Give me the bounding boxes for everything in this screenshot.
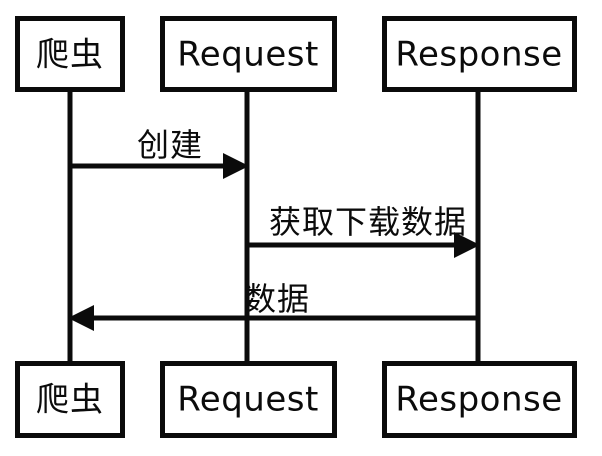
- message-create-label: 创建: [137, 126, 203, 164]
- participant-top-response-box[interactable]: [382, 16, 577, 92]
- participant-bottom-response-label: Response: [395, 380, 562, 420]
- top-participants-group: 爬虫 Request Response: [15, 16, 577, 92]
- participant-bottom-request[interactable]: Request: [160, 361, 337, 438]
- message-data-label: 数据: [244, 280, 310, 318]
- message-data[interactable]: 数据: [68, 280, 478, 331]
- message-fetch[interactable]: 获取下载数据: [247, 203, 480, 258]
- message-fetch-label: 获取下载数据: [269, 203, 467, 241]
- participant-top-crawler-label: 爬虫: [36, 35, 104, 74]
- participant-bottom-crawler-box[interactable]: [15, 361, 125, 438]
- bottom-participants-group: 爬虫 Request Response: [15, 361, 577, 438]
- participant-top-request-box[interactable]: [160, 16, 337, 92]
- participant-top-crawler[interactable]: 爬虫: [15, 16, 125, 92]
- message-create-arrowhead: [223, 153, 249, 179]
- message-data-arrowhead: [68, 305, 94, 331]
- message-fetch-arrowhead: [454, 232, 480, 258]
- participant-bottom-response-box[interactable]: [382, 361, 577, 438]
- participant-bottom-crawler-label: 爬虫: [36, 380, 104, 419]
- participant-top-response[interactable]: Response: [382, 16, 577, 92]
- participant-top-request[interactable]: Request: [160, 16, 337, 92]
- participant-bottom-crawler[interactable]: 爬虫: [15, 361, 125, 438]
- participant-top-request-label: Request: [177, 35, 319, 75]
- message-create[interactable]: 创建: [70, 126, 249, 179]
- participant-bottom-response[interactable]: Response: [382, 361, 577, 438]
- participant-bottom-request-label: Request: [177, 380, 319, 420]
- participant-top-response-label: Response: [395, 35, 562, 75]
- participant-top-crawler-box[interactable]: [15, 16, 125, 92]
- participant-bottom-request-box[interactable]: [160, 361, 337, 438]
